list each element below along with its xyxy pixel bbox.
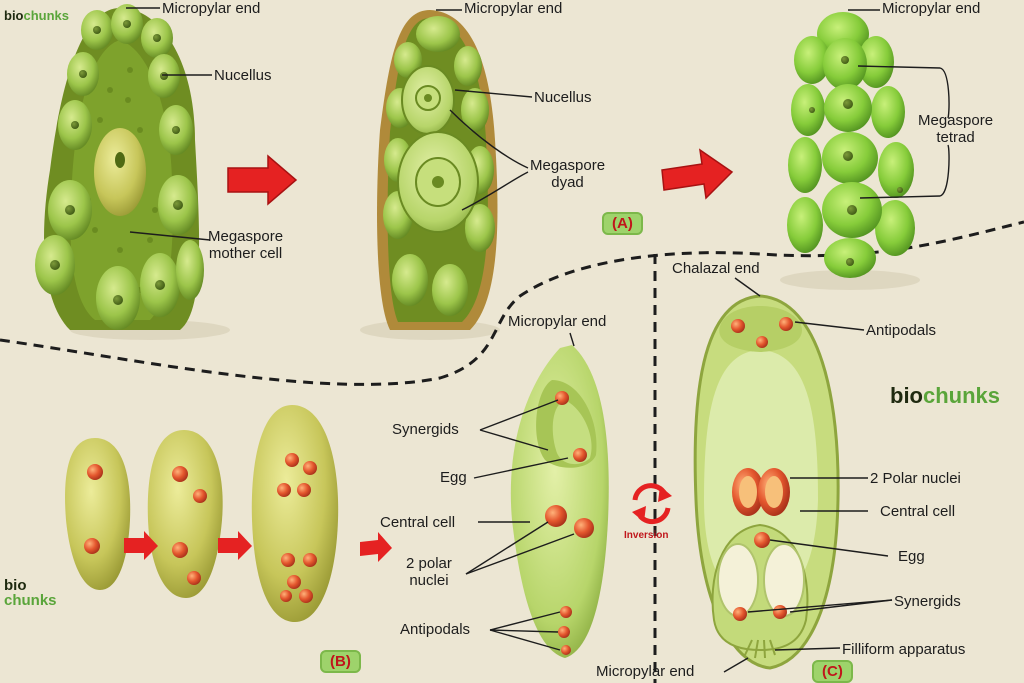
logo-suffix: chunks (23, 8, 70, 23)
label-egg-b: Egg (440, 469, 467, 486)
logo-prefix: bio (4, 8, 24, 23)
label-line: 2 polar (406, 555, 452, 572)
inversion-cycle-icon (632, 483, 672, 525)
label-synergids-b: Synergids (392, 421, 459, 438)
label-line: tetrad (936, 129, 975, 147)
mature-embryo-sac-b (510, 345, 609, 658)
label-central-cell-c: Central cell (880, 503, 956, 520)
brand-logo-top: biochunks (4, 8, 69, 23)
label-line: mother cell (208, 245, 283, 263)
label-megaspore-tetrad: Megaspore tetrad (918, 112, 993, 147)
label-micropylar-end-3: Micropylar end (882, 0, 981, 17)
logo-suffix: chunks (4, 592, 57, 609)
badge-b: (B) (320, 650, 361, 673)
label-egg-c: Egg (898, 548, 925, 565)
mature-embryo-sac-c (693, 294, 840, 670)
embryo-sac-stage-3 (251, 405, 339, 622)
nucellus-dyad-illustration (377, 10, 498, 330)
label-line: Megaspore (208, 228, 284, 245)
label-micropylar-end-b: Micropylar end (508, 313, 607, 330)
label-central-cell-b: Central cell (380, 514, 456, 531)
logo-prefix: bio (4, 577, 27, 594)
embryo-sac-stage-2 (147, 430, 223, 598)
label-antipodals-c: Antipodals (866, 322, 937, 339)
label-filliform-apparatus: Filliform apparatus (842, 641, 966, 658)
label-line: Megaspore (918, 112, 994, 129)
label-synergids-c: Synergids (894, 593, 961, 610)
label-micropylar-end-2: Micropylar end (464, 0, 563, 17)
label-nucellus-1: Nucellus (214, 67, 272, 84)
label-megaspore-dyad: Megaspore dyad (530, 157, 605, 192)
badge-c: (C) (812, 660, 853, 683)
label-megaspore-mother-cell: Megaspore mother cell (208, 228, 283, 263)
badge-a: (A) (602, 212, 643, 235)
label-chalazal-end: Chalazal end (672, 260, 760, 277)
label-micropylar-end-1: Micropylar end (162, 0, 261, 17)
nucellus-mother-cell-illustration (35, 4, 204, 330)
label-micropylar-end-c: Micropylar end (596, 663, 695, 680)
megaspore-tetrad-illustration (787, 12, 915, 278)
label-line: nuclei (409, 572, 449, 590)
label-polar-nuclei-c: 2 Polar nuclei (870, 470, 961, 487)
label-line: Megaspore (530, 157, 606, 174)
logo-prefix: bio (890, 383, 923, 408)
label-polar-nuclei-b: 2 polar nuclei (406, 555, 452, 590)
label-nucellus-2: Nucellus (534, 89, 592, 106)
label-inversion: Inversion (624, 530, 669, 541)
logo-suffix: chunks (923, 383, 1001, 408)
brand-logo-right: biochunks (890, 383, 1000, 409)
embryo-sac-stage-1 (65, 438, 131, 590)
label-line: dyad (551, 174, 584, 192)
label-antipodals-b: Antipodals (400, 621, 471, 638)
